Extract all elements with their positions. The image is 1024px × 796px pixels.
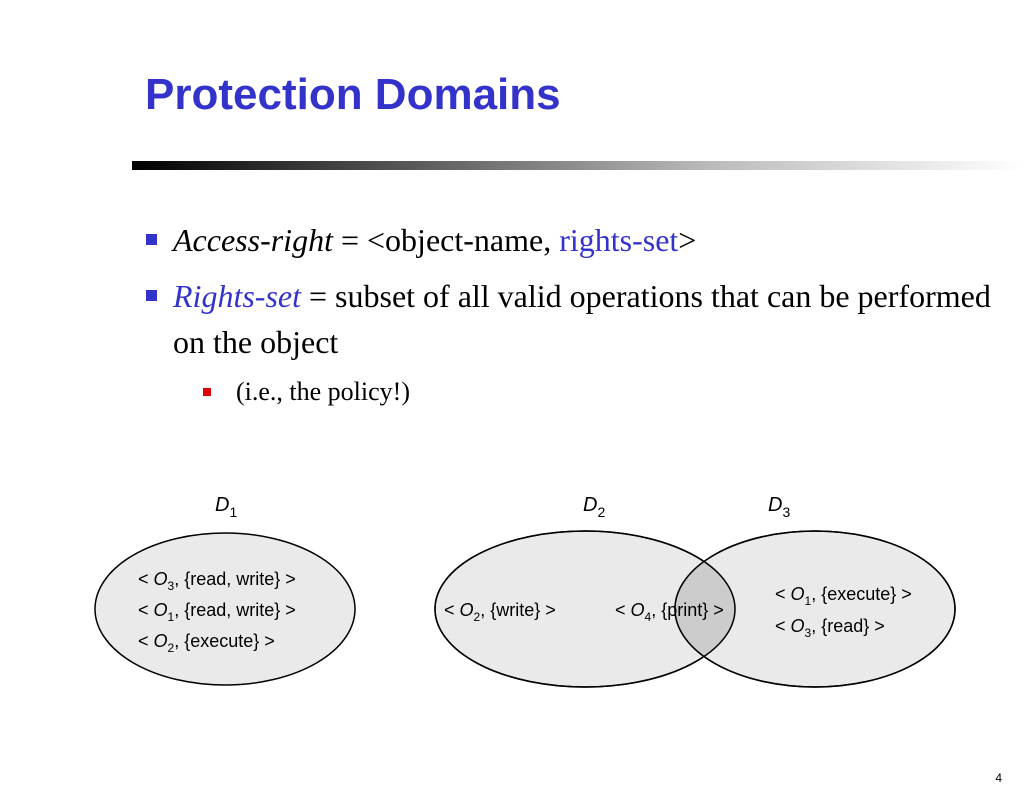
slide-title: Protection Domains <box>145 70 561 119</box>
domain-d1-ellipse <box>94 532 356 686</box>
page-number: 4 <box>995 771 1002 785</box>
access-right-close: > <box>678 222 697 258</box>
domain-d3-label: D3 <box>768 494 790 520</box>
title-divider <box>132 161 1024 170</box>
bullet-list: Access-right = <object-name, rights-set>… <box>145 217 1005 409</box>
bullet-marker <box>146 290 157 301</box>
access-right-entry: < O1, {execute} > <box>775 584 912 608</box>
domain-d1-label: D1 <box>215 494 237 520</box>
access-right-definition: = <object-name, <box>332 222 560 258</box>
sub-bullet-marker <box>203 388 211 396</box>
access-right-entry: < O3, {read, write} > <box>138 569 296 593</box>
domain-d3-outline <box>674 530 956 688</box>
policy-note: (i.e., the policy!) <box>236 377 410 406</box>
domain-d2-outline <box>434 530 736 688</box>
rights-set-highlight: rights-set <box>559 222 679 258</box>
rights-set-term: Rights-set <box>173 278 301 314</box>
bullet-access-right: Access-right = <object-name, rights-set> <box>145 217 1005 263</box>
bullet-marker <box>146 234 157 245</box>
access-right-term: Access-right <box>173 222 333 258</box>
shared-access-right-entry: < O4, {print} > <box>615 600 724 624</box>
access-right-entry: < O1, {read, write} > <box>138 600 296 624</box>
access-right-entry: < O3, {read} > <box>775 616 885 640</box>
sub-bullet-policy: (i.e., the policy!) <box>145 375 1005 409</box>
bullet-rights-set: Rights-set = subset of all valid operati… <box>145 273 1005 365</box>
access-right-entry: < O2, {write} > <box>444 600 556 624</box>
rights-set-definition: = subset of all valid operations that ca… <box>173 278 991 360</box>
domain-d2-label: D2 <box>583 494 605 520</box>
access-right-entry: < O2, {execute} > <box>138 631 275 655</box>
